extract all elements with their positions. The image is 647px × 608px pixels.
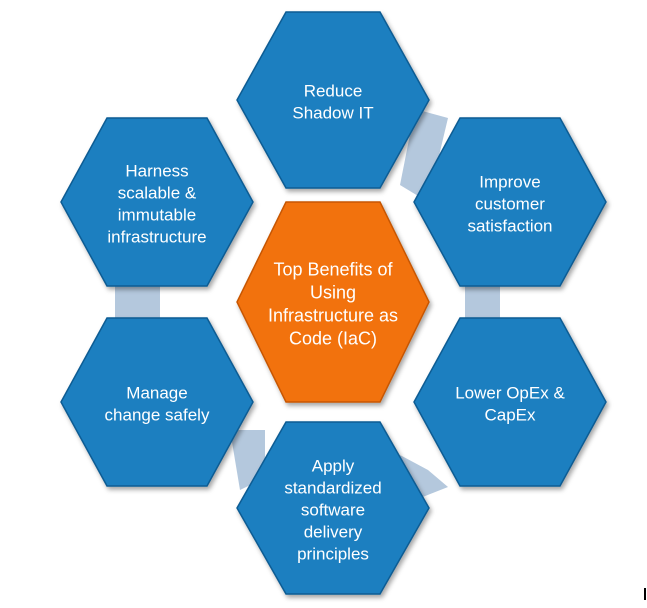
hex-shape	[60, 117, 254, 287]
benefit-label-improve-customer-satisfaction: Improve customer satisfaction	[467, 173, 552, 236]
label-line: Improve	[479, 173, 540, 192]
label-line: customer	[475, 195, 545, 214]
hex-shape	[236, 11, 430, 189]
label-line: infrastructure	[107, 228, 206, 247]
hex-apply-standardized-principles: Apply standardized software delivery princip…	[236, 421, 430, 595]
label-line: Code (IaC)	[289, 329, 377, 349]
label-line: satisfaction	[467, 217, 552, 236]
connector-band-right	[465, 285, 500, 325]
hex-shape	[60, 317, 254, 487]
label-line: Reduce	[304, 82, 363, 101]
label-line: Manage	[126, 384, 187, 403]
hex-manage-change-safely: Manage change safely	[60, 317, 254, 487]
label-line: principles	[297, 545, 369, 564]
label-line: scalable &	[118, 184, 197, 203]
label-line: immutable	[118, 206, 196, 225]
label-line: Apply	[312, 457, 355, 476]
benefit-label-apply-standardized-principles: Apply standardized software delivery princip…	[284, 457, 381, 564]
label-line: software	[301, 501, 365, 520]
label-line: CapEx	[484, 406, 536, 425]
hex-improve-customer-satisfaction: Improve customer satisfaction	[413, 117, 607, 287]
label-line: Lower OpEx &	[455, 384, 565, 403]
hex-shape	[413, 317, 607, 487]
label-line: Infrastructure as	[268, 306, 398, 326]
connector-band-left	[115, 285, 160, 320]
benefit-label-manage-change-safely: Manage change safely	[105, 384, 210, 425]
label-line: Using	[310, 283, 356, 303]
label-line: delivery	[304, 523, 363, 542]
connector-band-top-right	[400, 109, 448, 202]
benefit-label-lower-opex-capex: Lower OpEx & CapEx	[455, 384, 565, 425]
hex-shape	[236, 421, 430, 595]
center-hex-shape	[236, 201, 430, 403]
label-line: standardized	[284, 479, 381, 498]
connector-bands	[115, 109, 500, 500]
benefit-label-harness-scalable-infrastructure: Harness scalable & immutable infrastructure	[107, 162, 206, 247]
hex-shape	[413, 117, 607, 287]
label-line: Top Benefits of	[273, 260, 393, 280]
edge-marker	[644, 588, 646, 600]
label-line: Shadow IT	[292, 104, 373, 123]
hex-lower-opex-capex: Lower OpEx & CapEx	[413, 317, 607, 487]
hex-harness-scalable-infrastructure: Harness scalable & immutable infrastructure	[60, 117, 254, 287]
label-line: change safely	[105, 406, 210, 425]
label-line: Harness	[125, 162, 188, 181]
